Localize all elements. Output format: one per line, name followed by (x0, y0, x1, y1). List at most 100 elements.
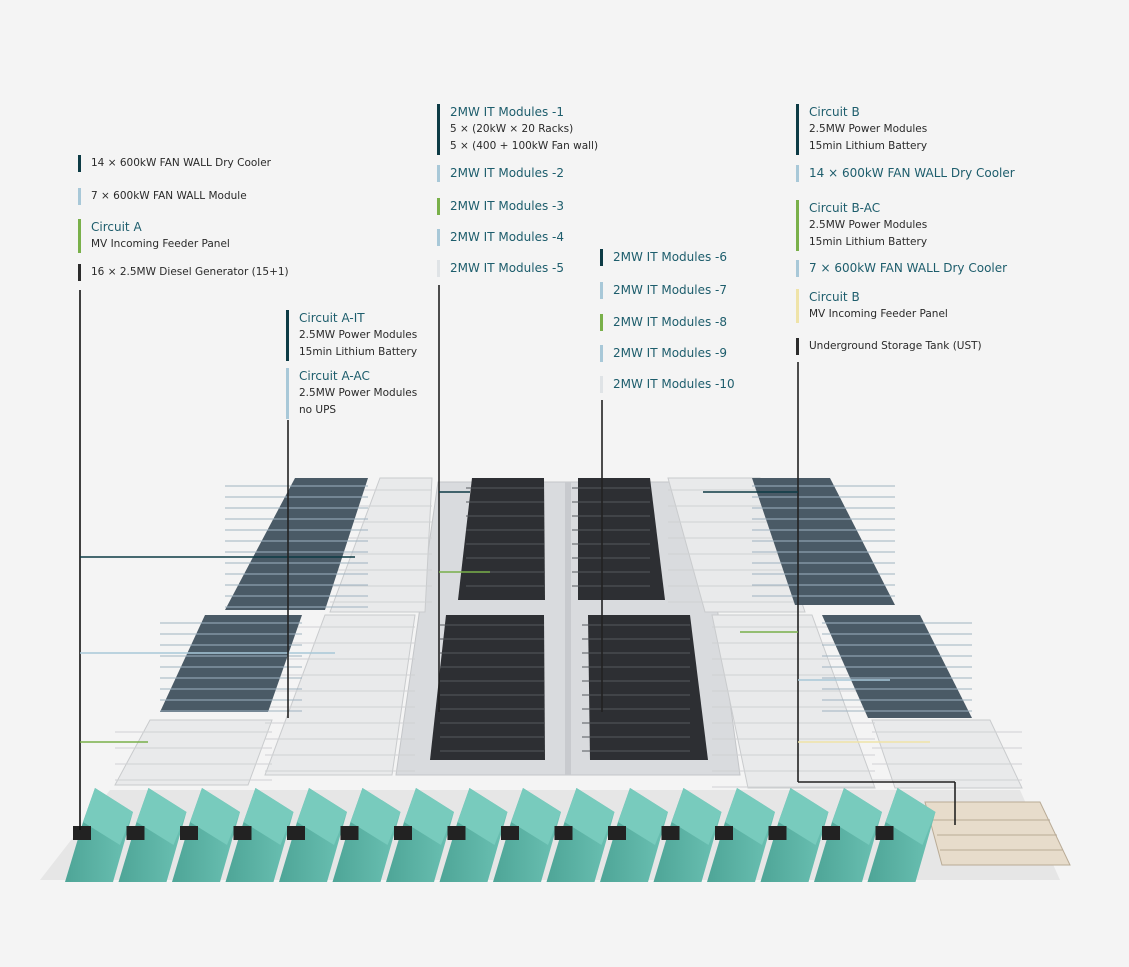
power-modules-a-lower (264, 614, 416, 776)
label-dry-cooler-a: 14 × 600kW FAN WALL Dry Cooler (78, 155, 271, 172)
circuit-a-ac-title: Circuit A-AC (299, 369, 370, 383)
label-it-module-8: 2MW IT Modules -8 (600, 314, 727, 331)
label-dry-cooler-b7: 7 × 600kW FAN WALL Dry Cooler (796, 260, 1007, 277)
generator-exhaust (608, 826, 626, 840)
a-ac-line2: no UPS (299, 404, 337, 416)
label-it-module-3: 2MW IT Modules -3 (437, 198, 564, 215)
it1-title: 2MW IT Modules -1 (450, 105, 565, 119)
b-line1: 2.5MW Power Modules (809, 123, 928, 135)
generator-unit (439, 788, 508, 882)
generator-top (511, 788, 561, 845)
generator-unit (386, 788, 454, 882)
circuit-b-title: Circuit B (809, 105, 860, 119)
a-ac-line1: 2.5MW Power Modules (299, 387, 418, 399)
generator-top (885, 788, 936, 845)
it8-title: 2MW IT Modules -8 (613, 315, 728, 329)
label-it-module-5: 2MW IT Modules -5 (437, 260, 564, 277)
generator-top (564, 788, 615, 845)
generator-unit (707, 788, 775, 882)
it10-title: 2MW IT Modules -10 (613, 377, 735, 391)
power-modules-a-upper (329, 477, 433, 613)
diesel-text: 16 × 2.5MW Diesel Generator (15+1) (91, 266, 289, 278)
it9-title: 2MW IT Modules -9 (613, 346, 728, 360)
generator-top (725, 788, 775, 845)
it7-title: 2MW IT Modules -7 (613, 283, 728, 297)
it6-title: 2MW IT Modules -6 (613, 250, 728, 264)
generator-unit (493, 788, 561, 882)
label-it-module-6: 2MW IT Modules -6 (600, 249, 727, 266)
generator-top (297, 788, 347, 845)
generator-top (83, 788, 133, 845)
label-circuit-a-ac: Circuit A-AC 2.5MW Power Modules no UPS (286, 368, 417, 419)
bac-line1: 2.5MW Power Modules (809, 219, 928, 231)
circuit-b2-title: Circuit B (809, 290, 860, 304)
generator-exhaust (875, 826, 894, 840)
rack-row-lines (440, 487, 690, 752)
generator-top (136, 788, 187, 845)
it1-line1: 5 × (20kW × 20 Racks) (450, 123, 574, 135)
generator-top (618, 788, 668, 845)
generator-unit (867, 788, 936, 882)
it-modules-right-upper (578, 478, 665, 600)
bac-line2: 15min Lithium Battery (809, 236, 928, 248)
generator-unit (760, 788, 829, 882)
it-modules-right-lower (588, 615, 708, 760)
label-it-module-7: 2MW IT Modules -7 (600, 282, 727, 299)
label-ust: Underground Storage Tank (UST) (796, 338, 982, 355)
generator-exhaust (340, 826, 359, 840)
label-it-module-1: 2MW IT Modules -1 5 × (20kW × 20 Racks) … (437, 104, 598, 155)
underground-storage-tank (924, 801, 1071, 866)
generator-unit (65, 788, 133, 882)
generator-exhaust (501, 826, 519, 840)
label-it-module-10: 2MW IT Modules -10 (600, 376, 735, 393)
generator-exhaust (715, 826, 733, 840)
label-circuit-b-mv: Circuit B MV Incoming Feeder Panel (796, 289, 948, 323)
generator-exhaust (661, 826, 680, 840)
generator-exhaust (73, 826, 91, 840)
generator-exhaust (394, 826, 412, 840)
generator-top (671, 788, 722, 845)
generator-exhaust (180, 826, 198, 840)
ust-text: Underground Storage Tank (UST) (809, 340, 982, 352)
dry-coolers-a (160, 478, 368, 712)
label-circuit-a-it: Circuit A-IT 2.5MW Power Modules 15min L… (286, 310, 417, 361)
mv-panel-a-text: MV Incoming Feeder Panel (91, 238, 230, 250)
generator-exhaust (126, 826, 145, 840)
it-modules-left-lower (430, 615, 545, 760)
generator-unit (279, 788, 347, 882)
label-circuit-b: Circuit B 2.5MW Power Modules 15min Lith… (796, 104, 927, 155)
circuit-a-it-title: Circuit A-IT (299, 311, 365, 325)
it3-title: 2MW IT Modules -3 (450, 199, 565, 213)
generator-unit (172, 788, 240, 882)
dry-cooler-a-text: 14 × 600kW FAN WALL Dry Cooler (91, 157, 271, 169)
generator-top (350, 788, 401, 845)
label-diesel-generator: 16 × 2.5MW Diesel Generator (15+1) (78, 264, 289, 281)
it-modules-left-upper (458, 478, 545, 600)
power-modules-b-outer (871, 719, 1023, 789)
generator-unit (653, 788, 722, 882)
a-it-line1: 2.5MW Power Modules (299, 329, 418, 341)
generator-top (243, 788, 294, 845)
generator-top (832, 788, 882, 845)
dry-cooler-b-text: 14 × 600kW FAN WALL Dry Cooler (809, 166, 1015, 180)
it2-title: 2MW IT Modules -2 (450, 166, 565, 180)
generator-exhaust (447, 826, 466, 840)
it4-title: 2MW IT Modules -4 (450, 230, 565, 244)
label-fan-module-a: 7 × 600kW FAN WALL Module (78, 188, 247, 205)
label-it-module-9: 2MW IT Modules -9 (600, 345, 727, 362)
generator-unit (118, 788, 187, 882)
it1-line2: 5 × (400 + 100kW Fan wall) (450, 140, 599, 152)
generator-unit (546, 788, 615, 882)
generator-exhaust (768, 826, 787, 840)
label-it-module-2: 2MW IT Modules -2 (437, 165, 564, 182)
label-dry-cooler-b: 14 × 600kW FAN WALL Dry Cooler (796, 165, 1015, 182)
generator-unit (332, 788, 401, 882)
generator-exhaust (233, 826, 252, 840)
diesel-generators (65, 788, 936, 882)
generator-top (190, 788, 240, 845)
generator-exhaust (554, 826, 573, 840)
cooler-grid-lines (160, 485, 972, 712)
generator-top (457, 788, 508, 845)
label-circuit-a: Circuit A MV Incoming Feeder Panel (78, 219, 230, 253)
